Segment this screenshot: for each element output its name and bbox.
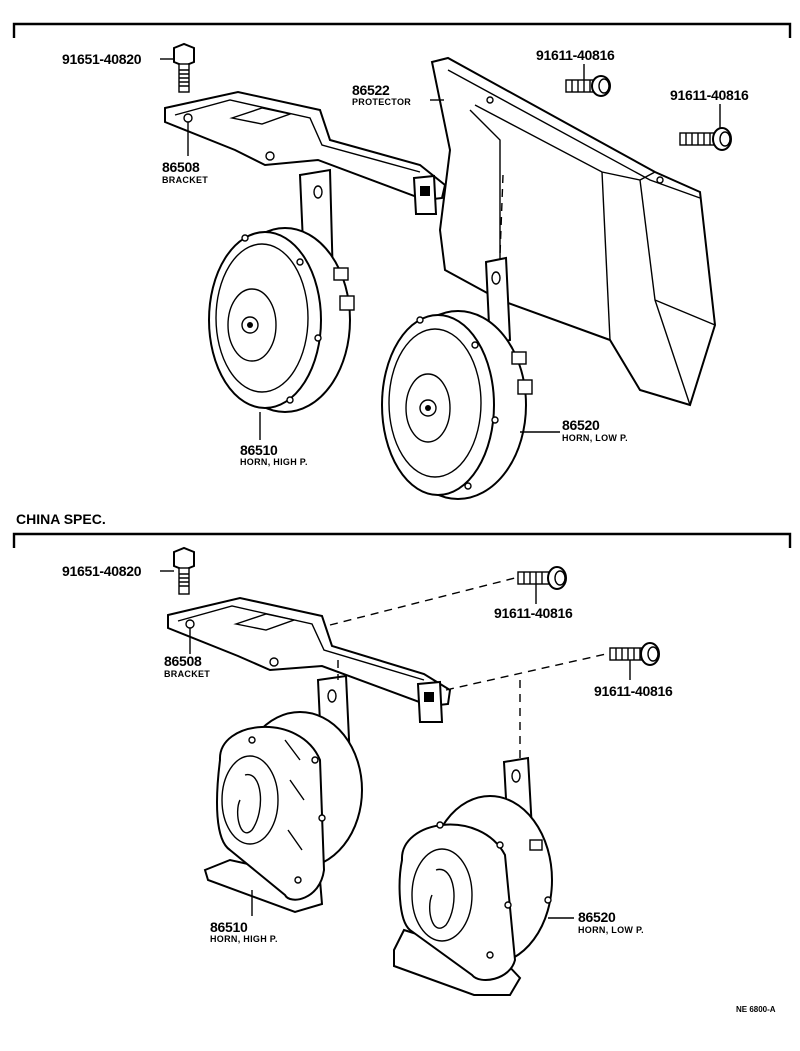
bottom-leader-lines	[160, 570, 631, 919]
bracket-bottom-number: 86508	[164, 653, 202, 669]
horn-low-bottom-number: 86520	[578, 909, 616, 925]
horn-high-top-number: 86510	[240, 442, 278, 458]
protector-number: 86522	[352, 82, 390, 98]
footer-code: NE 6800-A	[736, 1005, 776, 1014]
bolt-91651-40820-bottom-drawing	[173, 546, 195, 595]
horn-low-86520-top-drawing	[381, 256, 533, 500]
bracket-top-number: 86508	[162, 159, 200, 175]
bolt-91611-40816-b-bottom-number: 91611-40816	[594, 683, 673, 699]
protector-name: PROTECTOR	[352, 97, 411, 107]
protector-86522-drawing	[430, 56, 717, 407]
top-leader-lines	[160, 58, 721, 440]
bolt-91611-40816-a-top-drawing	[565, 75, 611, 97]
bolt-91611-40816-b-bottom-drawing	[609, 642, 660, 666]
bottom-dashed-lines	[329, 577, 607, 760]
section-title-china-spec: CHINA SPEC.	[16, 511, 106, 527]
bracket-86508-bottom-drawing	[167, 596, 452, 767]
bracket-bottom-name: BRACKET	[164, 669, 210, 679]
horn-low-86520-bottom-drawing	[393, 756, 553, 996]
horn-low-top-name: HORN, LOW P.	[562, 433, 628, 443]
horn-low-bottom-name: HORN, LOW P.	[578, 925, 644, 935]
bolt-91651-40820-top-drawing	[173, 42, 195, 93]
bottom-frame	[12, 532, 792, 548]
bolt-91611-40816-a-bottom-number: 91611-40816	[494, 605, 573, 621]
horn-high-bottom-number: 86510	[210, 919, 248, 935]
bracket-top-name: BRACKET	[162, 175, 208, 185]
horn-high-bottom-name: HORN, HIGH P.	[210, 934, 278, 944]
top-frame	[12, 22, 792, 38]
bolt-91611-40816-a-bottom-drawing	[517, 566, 567, 590]
horn-low-top-number: 86520	[562, 417, 600, 433]
horn-high-86510-bottom-drawing	[203, 711, 363, 914]
horn-high-86510-top-drawing	[208, 227, 355, 413]
bolt-91651-40820-bottom-number: 91651-40820	[62, 563, 142, 579]
bolt-91611-40816-b-top-number: 91611-40816	[670, 87, 749, 103]
bolt-91651-40820-top-number: 91651-40820	[62, 51, 142, 67]
bolt-91611-40816-a-top-number: 91611-40816	[536, 47, 615, 63]
bolt-91611-40816-b-top-drawing	[679, 127, 732, 151]
horn-high-top-name: HORN, HIGH P.	[240, 457, 308, 467]
